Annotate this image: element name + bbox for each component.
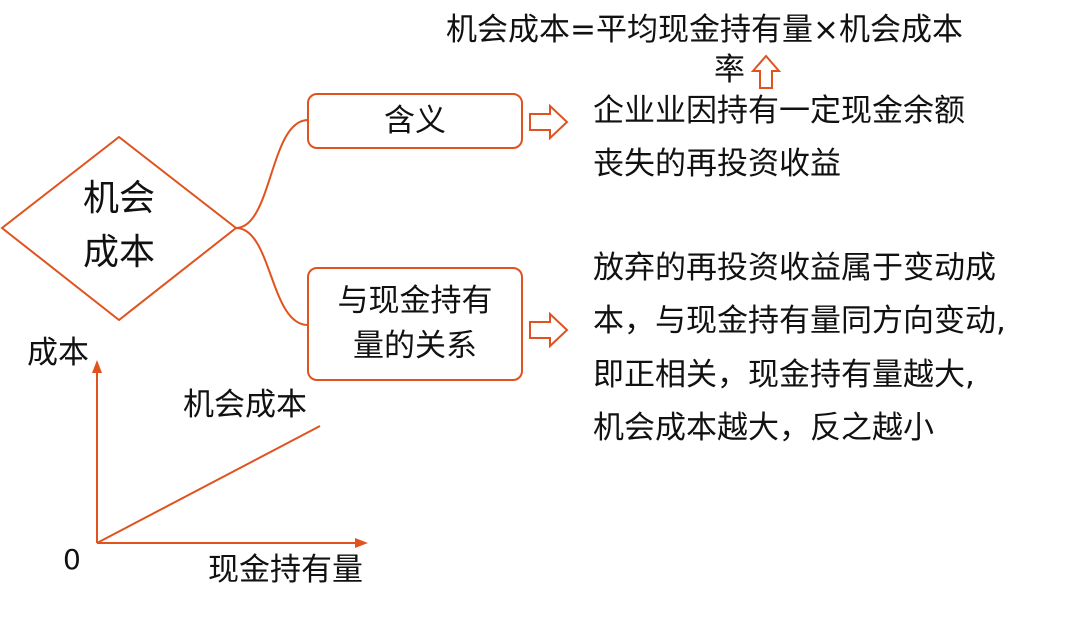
right-arrow-icon [529,311,569,349]
description-line: 机会成本越大，反之越小 [593,409,934,446]
cost-graph [92,360,368,548]
right-arrow-icon [529,103,569,141]
description-line: 放弃的再投资收益属于变动成 [593,250,996,286]
connector-to-meaning [235,119,309,229]
x-axis-label: 现金持有量 [208,552,363,588]
root-label-line-1: 机会 [82,178,155,219]
relation-label-line-1: 与现金持有 [337,283,493,320]
meaning-label: 含义 [384,102,446,139]
up-arrow-icon [750,54,782,89]
connector-to-relation [235,227,309,326]
y-axis-label: 成本 [27,335,89,371]
origin-label: 0 [63,543,81,576]
description-line: 即正相关，现金持有量越大, [593,356,975,393]
description-line: 企业业因持有一定现金余额 [593,93,965,129]
root-diamond [0,135,238,322]
root-label-line-2: 成本 [82,232,155,273]
formula-line-2: 率 [714,52,745,88]
relation-description: 放弃的再投资收益属于变动成 本，与现金持有量同方向变动, 即正相关，现金持有量越… [593,242,1006,455]
formula-line-1: 机会成本=平均现金持有量×机会成本 [446,12,963,48]
description-line: 丧失的再投资收益 [593,146,841,183]
x-axis-arrowhead [355,538,368,548]
relation-box: 与现金持有 量的关系 [307,267,523,381]
description-line: 本，与现金持有量同方向变动, [593,303,1006,340]
opportunity-cost-line [96,425,321,544]
meaning-description: 企业业因持有一定现金余额 丧失的再投资收益 [593,85,965,192]
meaning-box: 含义 [307,93,523,149]
relation-label-line-2: 量的关系 [353,328,477,364]
root-node-label: 机会 成本 [72,172,166,280]
y-axis-arrowhead [92,360,102,373]
line-label: 机会成本 [183,387,307,423]
